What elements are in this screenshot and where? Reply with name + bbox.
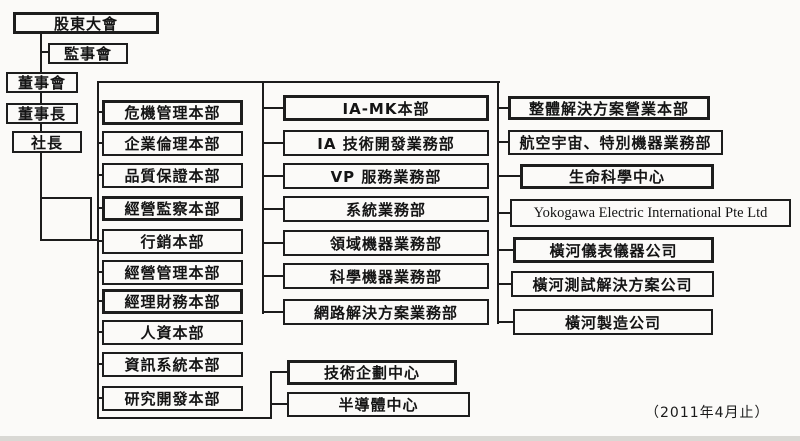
connector-tick bbox=[262, 208, 284, 210]
org-box-vp-services: VP 服務業務部 bbox=[283, 163, 489, 189]
org-box-chairman: 董事長 bbox=[6, 103, 78, 124]
org-box-technology-planning-center: 技術企劃中心 bbox=[287, 360, 457, 385]
org-box-total-solutions-sales: 整體解決方案營業本部 bbox=[508, 96, 710, 120]
org-box-corporate-ethics: 企業倫理本部 bbox=[102, 131, 243, 156]
connector-branch-upper bbox=[40, 197, 92, 199]
org-box-research-development: 研究開發本部 bbox=[102, 386, 243, 411]
connector-family-spine bbox=[40, 33, 42, 153]
org-box-crisis-management: 危機管理本部 bbox=[102, 100, 243, 125]
org-box-quality-assurance: 品質保證本部 bbox=[102, 163, 243, 188]
connector-tick bbox=[497, 283, 513, 285]
org-box-marketing: 行銷本部 bbox=[102, 229, 243, 254]
org-box-yokogawa-test-solutions: 橫河測試解決方案公司 bbox=[511, 271, 714, 297]
org-box-finance-accounting: 經理財務本部 bbox=[102, 289, 243, 314]
connector-tick bbox=[262, 107, 284, 109]
connector-top-rail bbox=[97, 81, 500, 83]
connector-tick bbox=[97, 397, 104, 399]
org-box-yokogawa-electric-international: Yokogawa Electric International Pte Ltd bbox=[510, 199, 791, 227]
org-box-systems-business: 系統業務部 bbox=[283, 196, 489, 222]
connector-bottom-rail bbox=[97, 417, 272, 419]
connector-branch-lower bbox=[40, 239, 99, 241]
connector-tick bbox=[262, 275, 284, 277]
connector-tick bbox=[270, 371, 288, 373]
org-box-management-audit: 經營監察本部 bbox=[102, 196, 243, 221]
org-box-field-instruments: 領域機器業務部 bbox=[283, 230, 489, 256]
connector-tick bbox=[497, 175, 522, 177]
connector-tick bbox=[497, 212, 512, 214]
connector-tick bbox=[97, 207, 104, 209]
connector-center-bottom-spine bbox=[270, 372, 272, 419]
org-box-shareholders-meeting: 股東大會 bbox=[13, 12, 159, 34]
org-box-human-resources: 人資本部 bbox=[102, 320, 243, 345]
org-box-aerospace-special-instruments: 航空宇宙、特別機器業務部 bbox=[508, 130, 723, 155]
connector-tick bbox=[97, 363, 104, 365]
org-box-semiconductor-center: 半導體中心 bbox=[287, 392, 470, 417]
connector-tick bbox=[97, 111, 104, 113]
as-of-date-caption: （2011年4月止） bbox=[645, 405, 770, 421]
org-box-business-management: 經營管理本部 bbox=[102, 260, 243, 285]
connector-tick bbox=[262, 175, 284, 177]
connector-tick bbox=[97, 240, 104, 242]
connector-tick bbox=[262, 142, 284, 144]
org-box-audit-board: 監事會 bbox=[48, 43, 128, 64]
connector-tick bbox=[497, 321, 515, 323]
connector-tick bbox=[262, 242, 284, 244]
scan-bottom-edge bbox=[0, 436, 800, 441]
connector-branch-vertical bbox=[90, 197, 92, 241]
org-box-life-science-center: 生命科學中心 bbox=[520, 164, 714, 189]
connector-middle-spine bbox=[262, 81, 264, 314]
connector-tick bbox=[97, 331, 104, 333]
org-box-yokogawa-manufacturing: 橫河製造公司 bbox=[513, 309, 713, 335]
connector-right-spine bbox=[497, 81, 499, 324]
org-box-ia-mk: IA-MK本部 bbox=[283, 95, 489, 121]
connector-left-spine bbox=[97, 81, 99, 419]
org-box-network-solutions: 網路解決方案業務部 bbox=[283, 299, 489, 325]
connector-tick bbox=[97, 174, 104, 176]
connector-tick-audit-board bbox=[40, 51, 50, 53]
connector-tick bbox=[97, 271, 104, 273]
connector-tick bbox=[497, 141, 510, 143]
org-box-ia-technology-development: IA 技術開發業務部 bbox=[283, 130, 489, 156]
org-box-president: 社長 bbox=[12, 131, 82, 153]
org-box-scientific-instruments: 科學機器業務部 bbox=[283, 263, 489, 289]
org-box-yokogawa-meters-instruments: 橫河儀表儀器公司 bbox=[513, 237, 714, 263]
connector-tick bbox=[262, 311, 284, 313]
org-box-information-systems: 資訊系統本部 bbox=[102, 352, 243, 377]
connector-tick bbox=[497, 249, 515, 251]
org-box-board-of-directors: 董事會 bbox=[6, 72, 78, 93]
connector-tick bbox=[497, 107, 510, 109]
connector-tick bbox=[97, 300, 104, 302]
connector-tick bbox=[97, 142, 104, 144]
connector-tick bbox=[270, 403, 288, 405]
